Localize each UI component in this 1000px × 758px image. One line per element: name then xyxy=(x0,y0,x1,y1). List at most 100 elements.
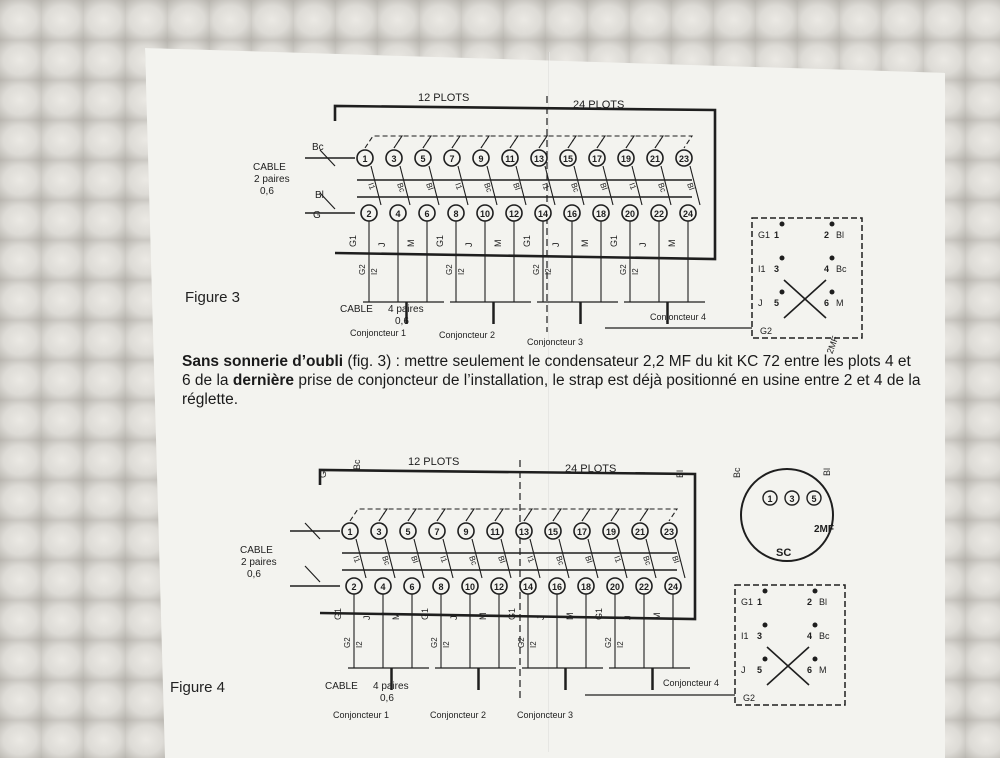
wire-line xyxy=(660,165,672,206)
wire-line xyxy=(602,165,614,206)
box-contact xyxy=(812,656,818,662)
terminal-number: 3 xyxy=(391,154,396,164)
wire-line xyxy=(631,165,643,206)
box-wire-code: G2 xyxy=(743,693,755,703)
box-wire-code: I1 xyxy=(758,264,766,274)
wire-code: Bl xyxy=(670,555,681,565)
terminal-number: 7 xyxy=(434,527,439,537)
box-terminal-number: 5 xyxy=(774,298,779,308)
terminal-number: 21 xyxy=(650,154,660,164)
wire-line xyxy=(486,165,498,206)
strap-dashed xyxy=(364,135,404,149)
wire-line xyxy=(428,165,440,206)
wire-code: I1 xyxy=(612,555,623,565)
terminal-number: 12 xyxy=(509,209,519,219)
terminal-circle xyxy=(501,149,519,167)
box-contact xyxy=(762,622,768,628)
cable-out-pairs: 4 paires xyxy=(388,304,424,315)
wire-code: I1 xyxy=(627,182,638,192)
wire-g-label: G xyxy=(318,471,328,478)
strap-dashed xyxy=(509,135,549,149)
wire-line xyxy=(442,538,454,579)
wire-bi-label: Bl xyxy=(675,470,685,478)
figure-4-label: Figure 4 xyxy=(170,679,226,696)
terminal-number: 24 xyxy=(668,582,678,592)
wire-line xyxy=(616,538,628,579)
terminal-circle xyxy=(631,522,649,540)
box-terminal-number: 4 xyxy=(807,631,812,641)
terminal-number: 6 xyxy=(424,209,429,219)
paper-fold xyxy=(548,52,550,752)
strap-dashed xyxy=(436,508,476,522)
wire-code: I2 xyxy=(370,268,379,275)
box-wire-code: G1 xyxy=(758,230,770,240)
wire-code: J xyxy=(551,243,561,248)
terminal-circle xyxy=(428,522,446,540)
wire-code: G1 xyxy=(609,235,619,247)
terminal-number: 12 xyxy=(494,582,504,592)
terminal-circle xyxy=(675,149,693,167)
conjoncteur-label: Conjoncteur 3 xyxy=(517,710,573,720)
terminal-circle xyxy=(660,522,678,540)
wire-code: G1 xyxy=(594,608,604,620)
wire-code: J xyxy=(377,243,387,248)
box-contact xyxy=(762,656,768,662)
terminal-number: 15 xyxy=(548,527,558,537)
wire-code: G1 xyxy=(507,608,517,620)
terminal-number: 6 xyxy=(409,582,414,592)
box-terminal-number: 6 xyxy=(807,665,812,675)
wire-code: Bc xyxy=(641,555,653,567)
conjoncteur-label: Conjoncteur 1 xyxy=(333,710,389,720)
wire-bc-label: Bc xyxy=(312,142,324,153)
label-24-plots: 24 PLOTS xyxy=(565,463,616,475)
terminal-number: 22 xyxy=(639,582,649,592)
figure-3-label: Figure 3 xyxy=(185,289,241,306)
box-wire-code: G1 xyxy=(741,597,753,607)
cable-in-label: CABLE xyxy=(240,545,273,556)
wire-line xyxy=(500,538,512,579)
wire-line xyxy=(689,165,701,206)
wire-code: Bc xyxy=(569,182,581,194)
terminal-circle xyxy=(486,522,504,540)
wire-code: I1 xyxy=(351,555,362,565)
strap-dashed xyxy=(465,508,505,522)
terminal-number: 15 xyxy=(563,154,573,164)
terminal-circle xyxy=(617,149,635,167)
terminal-number: 23 xyxy=(664,527,674,537)
wire-code: G2 xyxy=(517,637,526,648)
box-contact xyxy=(812,588,818,594)
wire-line xyxy=(471,538,483,579)
terminal-number: 10 xyxy=(465,582,475,592)
box-wire-code: Bc xyxy=(836,264,847,274)
wire-bi-label: Bl xyxy=(822,468,832,476)
terminal-circle xyxy=(370,522,388,540)
terminal-number: 9 xyxy=(463,527,468,537)
box-terminal-number: 3 xyxy=(757,631,762,641)
wire-bi-label: Bl xyxy=(315,190,324,201)
conjoncteur-label: Conjoncteur 4 xyxy=(650,312,706,322)
conjoncteur-label: Conjoncteur 1 xyxy=(350,328,406,338)
wire-code: Bc xyxy=(656,182,668,194)
wire-code: M xyxy=(652,613,662,621)
strap-dashed xyxy=(610,508,650,522)
sc-capacitor-label: 2MF xyxy=(814,524,834,535)
wire-line xyxy=(674,538,686,579)
wire-code: G2 xyxy=(358,264,367,275)
strap-dashed xyxy=(639,508,679,522)
terminal-number: 5 xyxy=(420,154,425,164)
switch-contact xyxy=(304,565,321,583)
terminal-number: 8 xyxy=(438,582,443,592)
box-cross-wire xyxy=(766,646,810,686)
outer-frame-line xyxy=(333,104,717,261)
wire-code: G2 xyxy=(532,264,541,275)
wire-code: Bc xyxy=(482,182,494,194)
wire-code: G1 xyxy=(333,608,343,620)
terminal-number: 14 xyxy=(538,209,548,219)
wire-line xyxy=(515,165,527,206)
wire-code: M xyxy=(391,613,401,621)
paragraph-text-1: (fig. 3) : mettre seulement le condensat… xyxy=(182,353,911,389)
wire-line xyxy=(587,538,599,579)
terminal-circle xyxy=(573,522,591,540)
